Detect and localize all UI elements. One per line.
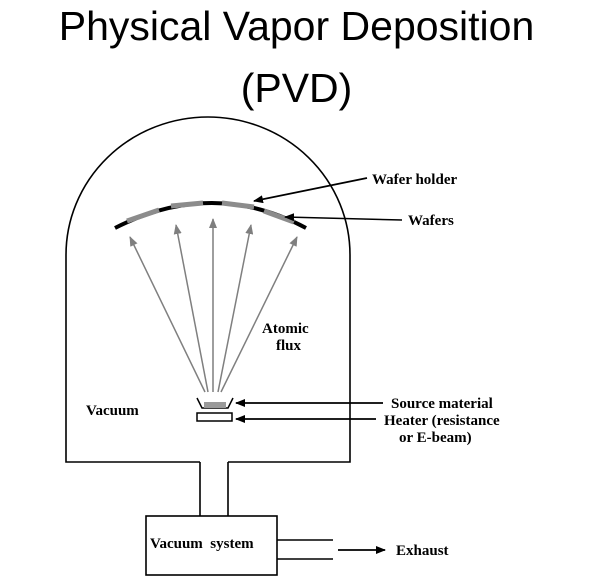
wafer-holder-label: Wafer holder — [372, 172, 457, 188]
flux-arrow — [173, 224, 209, 393]
heater-label-line-2: or E-beam) — [399, 430, 472, 446]
wafer — [126, 207, 160, 224]
vacuum-label: Vacuum — [86, 403, 139, 419]
exhaust-label: Exhaust — [396, 543, 449, 559]
vacuum-chamber — [65, 116, 351, 463]
wafers — [126, 200, 295, 225]
source-material — [204, 402, 226, 408]
flux-arrow — [217, 224, 254, 393]
wafers-pointer — [284, 213, 403, 222]
flux-arrow — [220, 236, 298, 393]
title-line-1: Physical Vapor Deposition — [58, 3, 535, 49]
vacuum-system-label: Vacuum system — [150, 536, 254, 552]
heater — [196, 412, 233, 422]
atomic-flux-arrows — [129, 218, 298, 393]
wafer — [170, 200, 204, 209]
wafers-label: Wafers — [408, 213, 454, 229]
vacuum-system-box — [145, 515, 278, 576]
atomic-flux-label-line-1: Atomic — [262, 321, 309, 337]
title-line-2: (PVD) — [240, 65, 353, 111]
heater-label-line-1: Heater (resistance — [384, 413, 500, 429]
source-material-label: Source material — [391, 396, 493, 412]
wafer-holder-pointer — [253, 177, 368, 204]
atomic-flux-label-line-2: flux — [276, 338, 302, 354]
flux-arrow — [129, 236, 206, 393]
wafer — [221, 200, 255, 210]
